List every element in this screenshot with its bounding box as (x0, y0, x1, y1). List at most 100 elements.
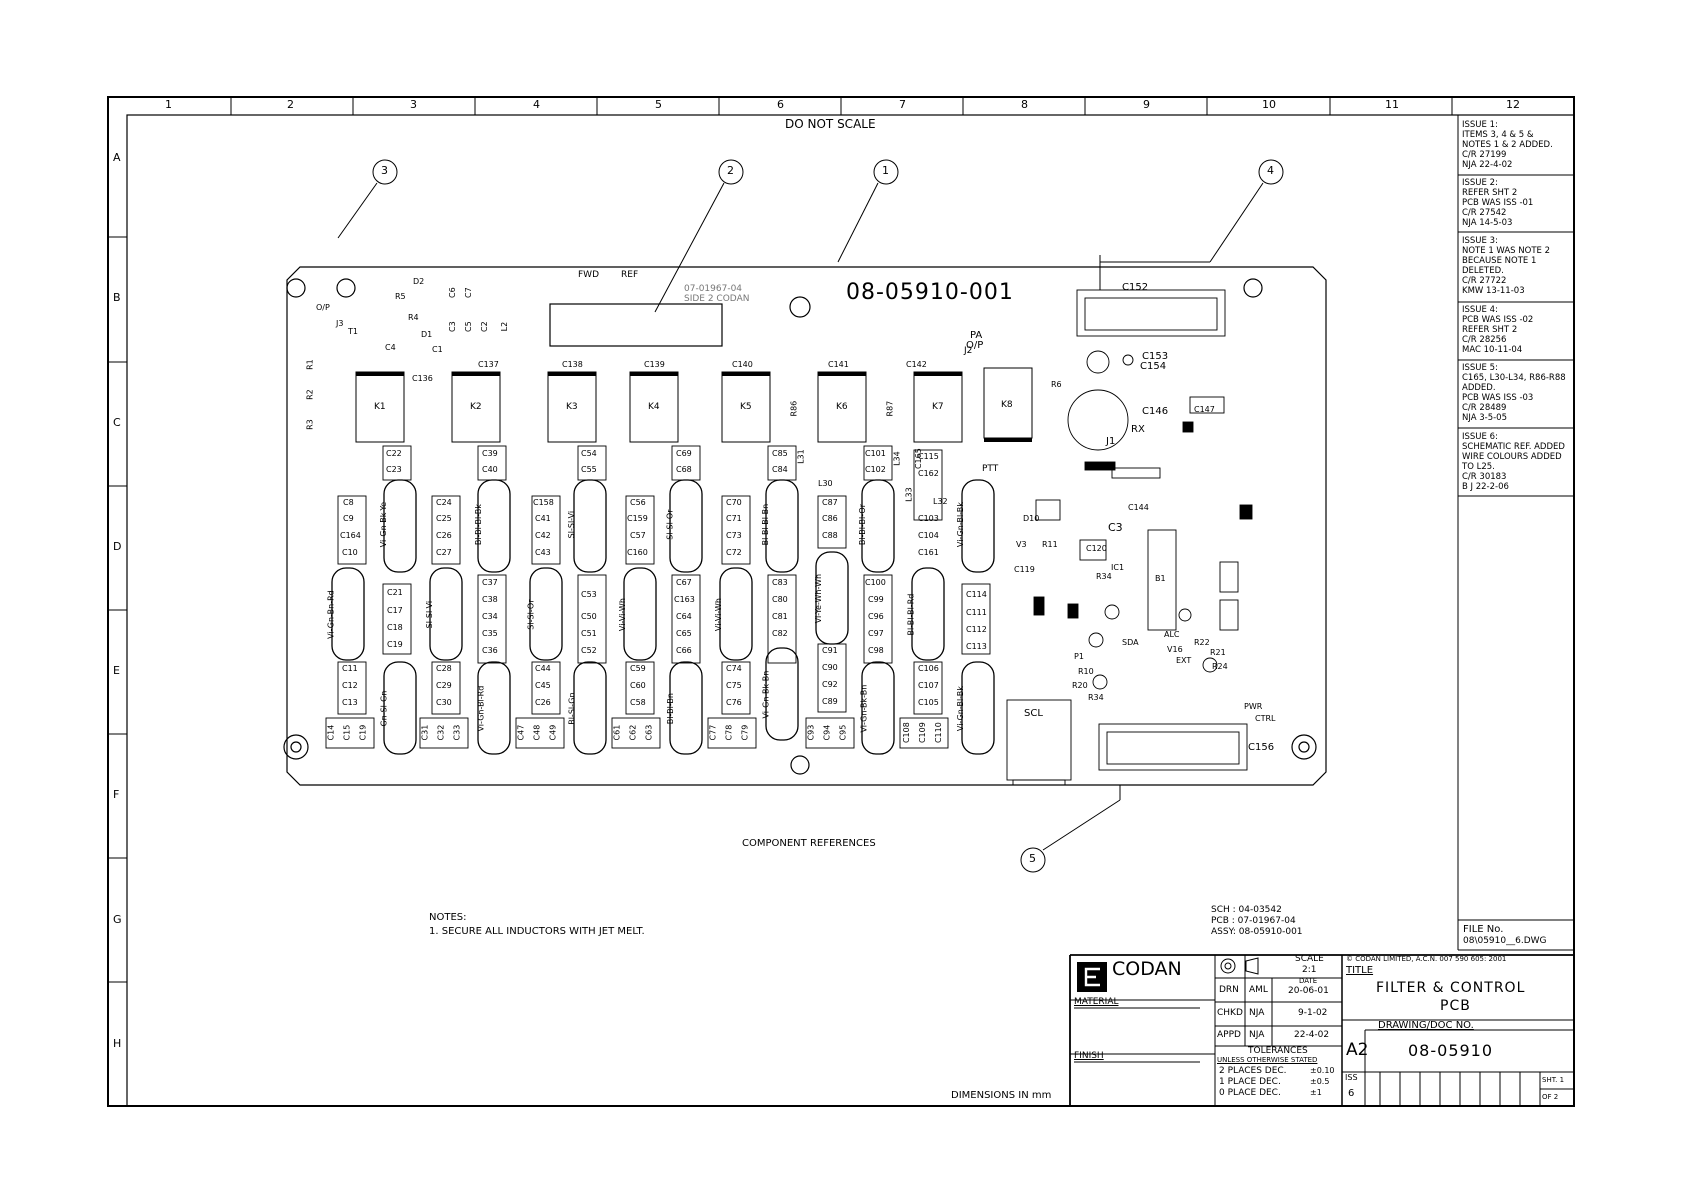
cap-label: C159 (627, 514, 648, 523)
revision-entry: ISSUE 4: PCB WAS ISS -02 REFER SHT 2 C/R… (1462, 305, 1534, 356)
part-label: R34 (1096, 572, 1112, 581)
tol-0-value: ±1 (1310, 1088, 1322, 1097)
iss-label: ISS (1345, 1073, 1358, 1082)
cap-label: C19 (358, 724, 368, 741)
cap-label: C85 (772, 449, 788, 458)
row-label: C (113, 416, 121, 429)
cap-label: C86 (822, 514, 838, 523)
part-label: C5 (463, 321, 473, 332)
cap-label: C137 (478, 360, 499, 369)
part-label: C3 (447, 321, 457, 332)
cap-label: C73 (726, 531, 742, 540)
drawing-doc-label: DRAWING/DOC NO. (1378, 1020, 1474, 1031)
inductor-wire: Vi-Gn-Bl-Bk (955, 502, 965, 548)
callout-4: 4 (1267, 164, 1274, 177)
part-label: PTT (982, 464, 999, 474)
inductor-wire: Vi-Vi-Wh (617, 598, 627, 632)
part-label: R2 (305, 389, 315, 400)
drn-date: 20-06-01 (1288, 986, 1329, 996)
finish-label: FINISH (1074, 1051, 1104, 1061)
date-label: DATE (1299, 977, 1318, 985)
part-label: C120 (1086, 544, 1107, 553)
cap-label: C107 (918, 681, 939, 690)
part-label: R10 (1078, 667, 1094, 676)
cap-label: C12 (342, 681, 358, 690)
cap-label: C57 (630, 531, 646, 540)
row-label: F (113, 788, 120, 801)
tol-2-value: ±0.10 (1310, 1066, 1335, 1075)
row-label: A (113, 151, 121, 164)
cap-label: C80 (772, 595, 788, 604)
part-label: PWR (1244, 702, 1263, 711)
drn-label: DRN (1219, 985, 1239, 995)
cap-label: C163 (674, 595, 695, 604)
part-label: SCL (1024, 708, 1043, 719)
relay-label: K1 (374, 402, 386, 412)
col-label: 4 (533, 98, 540, 111)
company-name: CODAN (1112, 958, 1182, 980)
sheet-size: A2 (1346, 1040, 1369, 1060)
cap-label: C38 (482, 595, 498, 604)
frame (107, 96, 1575, 1107)
part-label: C1 (432, 345, 443, 354)
cap-label: C89 (822, 697, 838, 706)
drawing-title-1: FILTER & CONTROL (1376, 980, 1526, 996)
cap-label: C44 (535, 664, 551, 673)
col-label: 5 (655, 98, 662, 111)
cap-label: C39 (482, 449, 498, 458)
cap-label: C22 (386, 449, 402, 458)
projection-symbol-icon (1220, 957, 1259, 975)
pcb-silk-number: 07-01967-04 (684, 284, 743, 294)
col-label: 10 (1262, 98, 1276, 111)
cap-label: C90 (822, 663, 838, 672)
cap-label: C17 (387, 606, 403, 615)
cap-label: C37 (482, 578, 498, 587)
part-label: T1 (348, 327, 358, 336)
chkd-by: NJA (1249, 1008, 1265, 1018)
callout-3: 3 (381, 164, 388, 177)
cap-label: C81 (772, 612, 788, 621)
inductor-wire: Vi-Vi-Wh (713, 598, 723, 632)
cap-label: C24 (436, 498, 452, 507)
part-label: P1 (1074, 652, 1084, 661)
tol-0-place: 0 PLACE DEC. (1219, 1088, 1281, 1098)
relay-label: K2 (470, 402, 482, 412)
callout-5: 5 (1029, 852, 1036, 865)
cap-label: C49 (548, 724, 558, 741)
file-value: 08\05910__6.DWG (1463, 936, 1547, 946)
codan-logo-icon (1077, 962, 1107, 992)
cap-label: C11 (342, 664, 358, 673)
part-label: B1 (1155, 574, 1166, 583)
file-label: FILE No. (1463, 924, 1504, 935)
col-label: 11 (1385, 98, 1399, 111)
cap-label: C84 (772, 465, 788, 474)
cap-label: C99 (868, 595, 884, 604)
cap-label: C40 (482, 465, 498, 474)
connector-leads (1099, 255, 1225, 800)
callout-1: 1 (882, 164, 889, 177)
notes-title: NOTES: (429, 912, 467, 923)
material-label: MATERIAL (1074, 997, 1119, 1007)
cap-label: C140 (732, 360, 753, 369)
row-label: H (113, 1037, 122, 1050)
part-label: O/P (316, 303, 330, 312)
col-label: 9 (1143, 98, 1150, 111)
iss-value: 6 (1348, 1088, 1355, 1099)
pa-op-label: O/P (966, 340, 984, 351)
part-label: C147 (1194, 405, 1215, 414)
cap-label: C158 (533, 498, 554, 507)
cap-label: C41 (535, 514, 551, 523)
tolerances-sub: UNLESS OTHERWISE STATED (1217, 1056, 1318, 1064)
cap-label: C64 (676, 612, 692, 621)
row-label: B (113, 291, 121, 304)
cap-label: C93 (806, 724, 816, 741)
cap-label: C63 (644, 724, 654, 741)
cap-label: C51 (581, 629, 597, 638)
cap-label: C43 (535, 548, 551, 557)
cap-label: C53 (581, 590, 597, 599)
cap-label: C52 (581, 646, 597, 655)
cap-label: C59 (630, 664, 646, 673)
cap-label: C26 (535, 698, 551, 707)
row-label: D (113, 540, 122, 553)
part-label: C4 (385, 343, 396, 352)
